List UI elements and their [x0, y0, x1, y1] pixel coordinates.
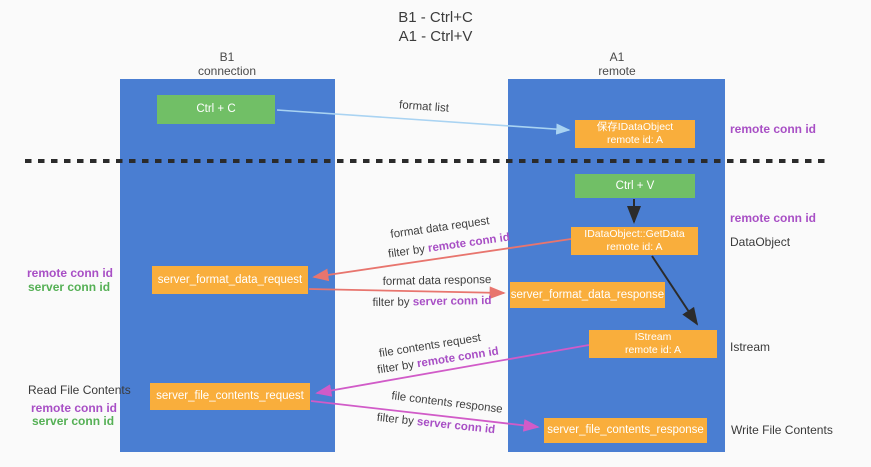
- node-getdata-line2: remote id: A: [606, 241, 663, 253]
- node-server-format-data-response: server_format_data_response: [510, 282, 665, 308]
- annotation-dataobject: DataObject: [730, 235, 791, 249]
- filter-key-remote-conn-id: remote conn id: [427, 231, 511, 255]
- filter-prefix: filter by: [376, 358, 419, 377]
- node-istream: IStream remote id: A: [589, 330, 717, 358]
- node-ctrl-c: Ctrl + C: [157, 95, 275, 124]
- node-server-file-contents-response-label: server_file_contents_response: [547, 424, 704, 436]
- annotation-read-file-contents: Read File Contents: [28, 383, 131, 397]
- annotation-write-file-contents: Write File Contents: [731, 423, 833, 437]
- filter-key-server-conn-id: server conn id: [416, 416, 496, 437]
- node-server-format-data-request-label: server_format_data_request: [157, 273, 303, 286]
- filter-prefix: filter by: [376, 411, 418, 428]
- title-line-2: A1 - Ctrl+V: [398, 28, 473, 45]
- column-a1-name: A1: [609, 50, 625, 64]
- annotation-remote-conn-id-mid: remote conn id: [730, 211, 817, 225]
- annotation-left-server-conn-id-mid: server conn id: [28, 280, 111, 294]
- column-header-b1: B1 connection: [147, 50, 307, 78]
- node-server-format-data-request: server_format_data_request: [152, 266, 308, 294]
- node-idataobject-getdata: IDataObject::GetData remote id: A: [571, 227, 698, 255]
- title-line-1: B1 - Ctrl+C: [398, 9, 473, 26]
- arrow-format-data-response: [308, 286, 506, 300]
- column-b1-subtitle: connection: [197, 64, 257, 78]
- node-ctrl-c-label: Ctrl + C: [196, 103, 236, 115]
- column-header-a1: A1 remote: [537, 50, 697, 78]
- node-save-idataobject-line2: remote id: A: [606, 134, 664, 146]
- node-server-format-data-response-label: server_format_data_response: [510, 288, 665, 301]
- filter-prefix: filter by: [372, 296, 413, 310]
- diagram-title: B1 - Ctrl+C A1 - Ctrl+V: [0, 8, 871, 46]
- node-ctrl-v-label: Ctrl + V: [615, 179, 655, 192]
- filter-prefix: filter by: [387, 242, 429, 261]
- annotation-left-remote-conn-id-bottom: remote conn id: [31, 401, 118, 415]
- node-server-file-contents-response: server_file_contents_response: [544, 418, 707, 443]
- dashed-divider: [25, 159, 831, 163]
- edge-label-format-list: format list: [398, 99, 450, 115]
- node-save-idataobject-line1: 保存IDataObject: [596, 121, 674, 133]
- node-server-file-contents-request-label: server_file_contents_request: [156, 390, 304, 402]
- filter-key-server-conn-id: server conn id: [412, 294, 492, 309]
- column-b1-name: B1: [219, 50, 235, 64]
- node-getdata-line1: IDataObject::GetData: [584, 228, 685, 240]
- node-istream-line1: IStream: [634, 331, 672, 343]
- node-save-idataobject: 保存IDataObject remote id: A: [575, 120, 695, 148]
- node-ctrl-v: Ctrl + V: [575, 174, 695, 198]
- annotation-left-server-conn-id-bottom: server conn id: [32, 414, 115, 428]
- node-istream-line2: remote id: A: [624, 344, 682, 356]
- annotation-istream: Istream: [730, 340, 771, 354]
- node-server-file-contents-request: server_file_contents_request: [150, 383, 310, 410]
- annotation-left-remote-conn-id-mid: remote conn id: [27, 266, 114, 280]
- annotation-remote-conn-id-top: remote conn id: [730, 122, 817, 136]
- column-a1-subtitle: remote: [598, 64, 636, 78]
